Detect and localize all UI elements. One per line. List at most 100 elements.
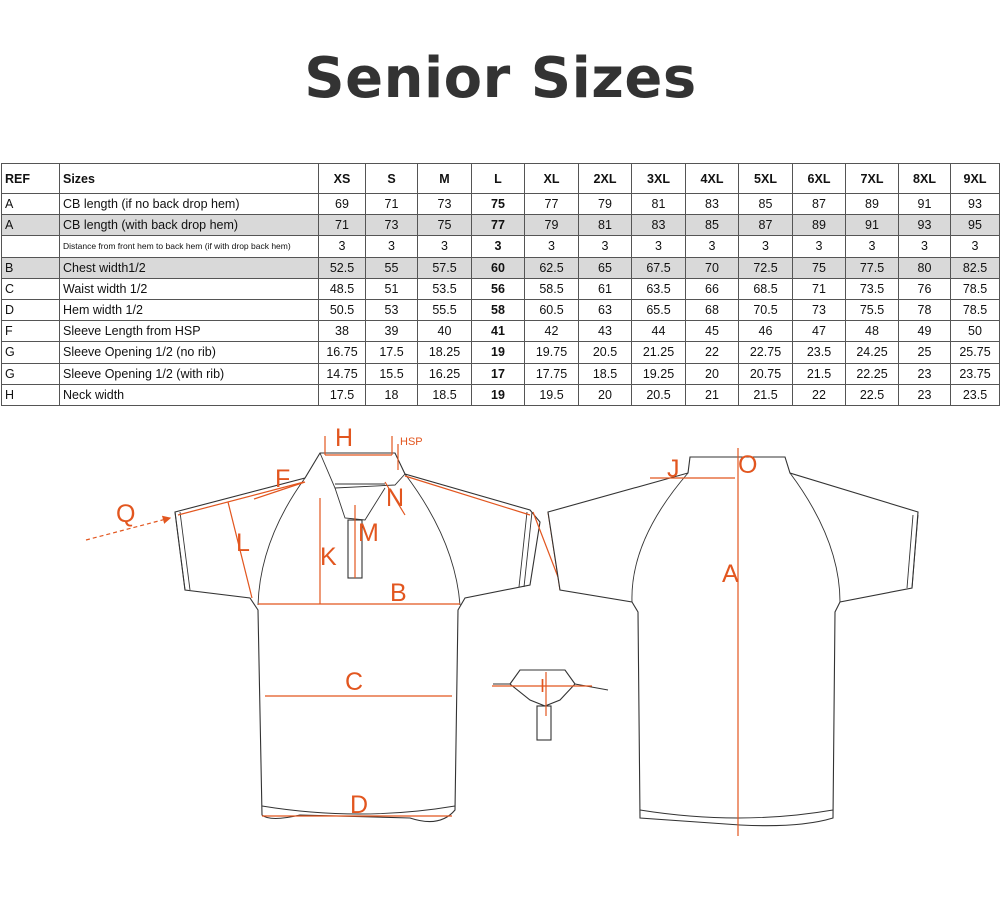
table-cell: 89 bbox=[792, 214, 846, 237]
row-measurement-name: Distance from front hem to back hem (if … bbox=[59, 235, 319, 258]
table-cell: 71 bbox=[318, 214, 366, 237]
table-cell: 71 bbox=[792, 277, 846, 300]
row-measurement-name: CB length (if no back drop hem) bbox=[59, 192, 319, 216]
row-ref: H bbox=[1, 383, 60, 406]
table-cell: 57.5 bbox=[417, 256, 472, 279]
table-cell: 3 bbox=[417, 235, 472, 258]
table-cell: 82.5 bbox=[950, 256, 1000, 279]
table-cell: 23.75 bbox=[950, 362, 1000, 385]
table-cell: 17.75 bbox=[524, 362, 579, 385]
collar-detail: I bbox=[492, 669, 609, 741]
table-cell: 43 bbox=[578, 320, 632, 343]
table-cell: 56 bbox=[471, 277, 525, 300]
table-cell: 23 bbox=[898, 362, 951, 385]
row-measurement-name: Sleeve Length from HSP bbox=[59, 320, 319, 343]
column-header: L bbox=[471, 163, 525, 194]
back-shirt bbox=[547, 456, 919, 827]
table-cell: 83 bbox=[685, 192, 739, 216]
table-cell: 75.5 bbox=[845, 298, 899, 322]
table-cell: 3 bbox=[524, 235, 579, 258]
table-cell: 19.75 bbox=[524, 341, 579, 364]
column-header: XL bbox=[524, 163, 579, 194]
column-header: 7XL bbox=[845, 163, 899, 194]
table-cell: 50 bbox=[950, 320, 1000, 343]
table-cell: 15.5 bbox=[365, 362, 418, 385]
table-cell: 89 bbox=[845, 192, 899, 216]
table-cell: 91 bbox=[898, 192, 951, 216]
table-cell: 48.5 bbox=[318, 277, 366, 300]
table-cell: 21.5 bbox=[792, 362, 846, 385]
table-cell: 18 bbox=[365, 383, 418, 406]
table-cell: 53.5 bbox=[417, 277, 472, 300]
table-cell: 78 bbox=[898, 298, 951, 322]
table-cell: 3 bbox=[365, 235, 418, 258]
table-cell: 73 bbox=[365, 214, 418, 237]
table-cell: 85 bbox=[738, 192, 793, 216]
table-cell: 80 bbox=[898, 256, 951, 279]
table-cell: 23.5 bbox=[950, 383, 1000, 406]
label-c: C bbox=[345, 668, 363, 696]
table-cell: 25 bbox=[898, 341, 951, 364]
table-cell: 39 bbox=[365, 320, 418, 343]
row-measurement-name: CB length (with back drop hem) bbox=[59, 214, 319, 237]
table-cell: 46 bbox=[738, 320, 793, 343]
table-cell: 41 bbox=[471, 320, 525, 343]
table-cell: 66 bbox=[685, 277, 739, 300]
table-cell: 65.5 bbox=[631, 298, 686, 322]
table-cell: 45 bbox=[685, 320, 739, 343]
table-cell: 47 bbox=[792, 320, 846, 343]
table-cell: 50.5 bbox=[318, 298, 366, 322]
label-o: O bbox=[738, 451, 757, 479]
row-ref bbox=[1, 235, 60, 258]
table-cell: 42 bbox=[524, 320, 579, 343]
table-cell: 22.25 bbox=[845, 362, 899, 385]
garment-diagram: H HSP F N Q L M K G B C D I J O A bbox=[85, 424, 919, 836]
table-cell: 3 bbox=[471, 235, 525, 258]
column-header: REF bbox=[1, 163, 60, 194]
table-cell: 21.25 bbox=[631, 341, 686, 364]
label-d: D bbox=[350, 791, 368, 819]
table-cell: 24.25 bbox=[845, 341, 899, 364]
label-m: M bbox=[358, 519, 379, 547]
table-cell: 3 bbox=[318, 235, 366, 258]
table-cell: 20.5 bbox=[631, 383, 686, 406]
table-cell: 58 bbox=[471, 298, 525, 322]
table-cell: 17.5 bbox=[365, 341, 418, 364]
table-cell: 61 bbox=[578, 277, 632, 300]
table-cell: 63.5 bbox=[631, 277, 686, 300]
page-title: Senior Sizes bbox=[304, 46, 697, 111]
table-cell: 22 bbox=[792, 383, 846, 406]
column-header: 5XL bbox=[738, 163, 793, 194]
column-header: Sizes bbox=[59, 163, 319, 194]
row-ref: B bbox=[1, 256, 60, 279]
table-row: Distance from front hem to back hem (if … bbox=[1, 235, 1000, 258]
front-shirt bbox=[174, 452, 541, 823]
table-cell: 63 bbox=[578, 298, 632, 322]
table-cell: 49 bbox=[898, 320, 951, 343]
table-cell: 77 bbox=[524, 192, 579, 216]
table-cell: 17 bbox=[471, 362, 525, 385]
table-cell: 22 bbox=[685, 341, 739, 364]
table-cell: 3 bbox=[950, 235, 1000, 258]
column-header: XS bbox=[318, 163, 366, 194]
label-k: K bbox=[320, 543, 337, 571]
table-cell: 23.5 bbox=[792, 341, 846, 364]
table-cell: 77.5 bbox=[845, 256, 899, 279]
table-cell: 67.5 bbox=[631, 256, 686, 279]
table-cell: 19 bbox=[471, 383, 525, 406]
table-cell: 20.75 bbox=[738, 362, 793, 385]
column-header: 2XL bbox=[578, 163, 632, 194]
table-cell: 3 bbox=[792, 235, 846, 258]
label-q: Q bbox=[116, 500, 135, 528]
label-n: N bbox=[386, 484, 404, 512]
table-cell: 3 bbox=[631, 235, 686, 258]
table-cell: 21.5 bbox=[738, 383, 793, 406]
column-header: M bbox=[417, 163, 472, 194]
